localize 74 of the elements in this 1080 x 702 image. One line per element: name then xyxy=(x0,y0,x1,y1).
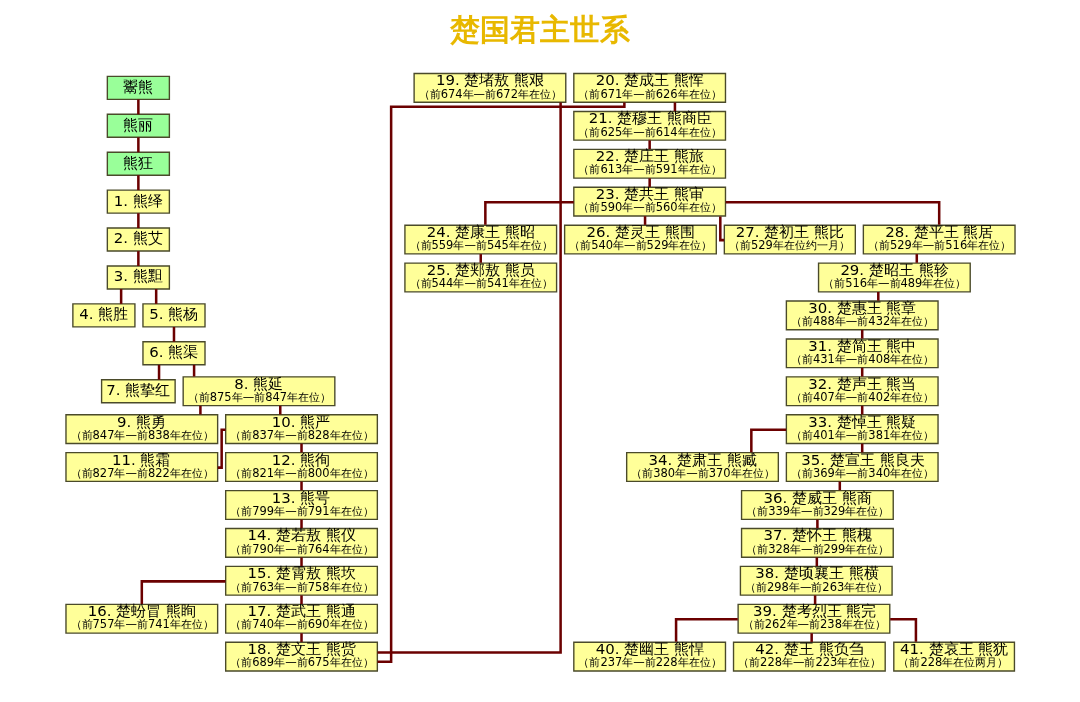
connector xyxy=(749,428,786,453)
connector xyxy=(647,140,651,149)
connector xyxy=(278,405,282,415)
connector xyxy=(299,481,303,491)
connector xyxy=(674,618,738,642)
node-box: 6. 熊渠 xyxy=(141,341,206,366)
diagram-title: 楚国君主世系 xyxy=(449,11,630,47)
node-box: 11. 熊霜 （前827年—前822年在位） xyxy=(64,452,218,483)
connector xyxy=(876,292,880,301)
node-box: 38. 楚顷襄王 熊横 （前298年—前263年在位） xyxy=(739,565,893,596)
node-box: 12. 熊徇 （前821年—前800年在位） xyxy=(224,452,378,483)
node-box: 35. 楚宣王 熊良夫 （前369年—前340年在位） xyxy=(785,452,939,483)
node-box: 19. 楚堵敖 熊艰 （前674年—前672年在位） xyxy=(412,72,566,103)
node-box: 36. 楚威王 熊商 （前339年—前329年在位） xyxy=(740,489,894,520)
node-box: 24. 楚康王 熊昭 （前559年—前545年在位） xyxy=(403,224,557,255)
connector xyxy=(299,519,303,529)
node-box: 37. 楚怀王 熊槐 （前328年—前299年在位） xyxy=(740,527,894,558)
node-box: 14. 楚若敖 熊仪 （前790年—前764年在位） xyxy=(224,527,378,558)
connector xyxy=(483,200,574,225)
connector xyxy=(299,633,303,642)
connector xyxy=(815,519,819,529)
node-box: 7. 熊挚红 xyxy=(100,379,176,404)
node-box: 熊狂 xyxy=(106,151,170,176)
node-box: 42. 楚王 熊负刍 （前228年—前223年在位） xyxy=(732,641,886,672)
connector xyxy=(299,595,303,604)
node-box: 30. 楚惠王 熊章 （前488年—前432年在位） xyxy=(785,300,939,331)
connector xyxy=(299,443,303,453)
node-box: 4. 熊胜 xyxy=(71,303,136,328)
connector xyxy=(377,102,562,654)
connector xyxy=(136,213,140,229)
node-box: 21. 楚穆王 熊商臣 （前625年—前614年在位） xyxy=(572,110,726,141)
node-box: 29. 楚昭王 熊轸 （前516年—前489年在位） xyxy=(817,262,971,293)
node-box: 39. 楚考烈王 熊完 （前262年—前238年在位） xyxy=(736,603,890,634)
node-box: 8. 熊延 （前875年—前847年在位） xyxy=(182,376,336,407)
node-box: 鬻熊 xyxy=(106,75,170,101)
connector xyxy=(479,254,482,263)
node-box: 41. 楚哀王 熊犹 （前228年在位两月） xyxy=(892,641,1015,672)
node-box: 9. 熊勇 （前847年—前838年在位） xyxy=(64,414,218,445)
node-box: 16. 楚蚡冒 熊眴 （前757年—前741年在位） xyxy=(64,603,218,634)
connector xyxy=(718,216,724,242)
node-box: 28. 楚平王 熊居 （前529年—前516年在位） xyxy=(862,224,1016,255)
connector xyxy=(217,428,225,469)
node-box: 23. 楚共王 熊审 （前590年—前560年在位） xyxy=(572,186,726,217)
node-box: 13. 熊咢 （前799年—前791年在位） xyxy=(224,489,378,520)
node-box: 5. 熊杨 xyxy=(141,303,206,328)
connector xyxy=(136,137,140,153)
node-box: 32. 楚声王 熊当 （前407年—前402年在位） xyxy=(785,376,939,407)
node-box: 10. 熊严 （前837年—前828年在位） xyxy=(224,414,378,445)
node-box: 15. 楚霄敖 熊坎 （前763年—前758年在位） xyxy=(224,565,378,596)
node-box: 33. 楚悼王 熊疑 （前401年—前381年在位） xyxy=(785,414,939,445)
node-box: 18. 楚文王 熊赀 （前689年—前675年在位） xyxy=(224,641,378,672)
connector xyxy=(136,175,140,191)
node-box: 17. 楚武王 熊通 （前740年—前690年在位） xyxy=(224,603,378,634)
node-box: 2. 熊艾 xyxy=(106,227,170,252)
connector xyxy=(809,633,813,642)
node-box: 22. 楚庄王 熊旅 （前613年—前591年在位） xyxy=(572,148,726,179)
connector xyxy=(299,557,303,567)
connector xyxy=(140,580,225,604)
node-box: 熊丽 xyxy=(106,113,170,138)
connector xyxy=(136,99,140,115)
connector xyxy=(647,178,651,187)
connector xyxy=(889,618,917,642)
node-box: 27. 楚初王 熊比 （前529年在位约一月） xyxy=(723,224,856,255)
connector xyxy=(198,405,202,415)
node-box: 34. 楚肃王 熊臧 （前380年—前370年在位） xyxy=(625,452,779,483)
node-box: 26. 楚灵王 熊围 （前540年—前529年在位） xyxy=(563,224,717,255)
node-box: 3. 熊䵣 xyxy=(106,265,170,290)
node-box: 31. 楚简王 熊中 （前431年—前408年在位） xyxy=(785,338,939,369)
connector xyxy=(136,251,140,266)
node-box: 40. 楚幽王 熊悍 （前237年—前228年在位） xyxy=(572,641,726,672)
connector xyxy=(725,200,940,225)
node-box: 1. 熊绎 xyxy=(106,189,170,214)
node-box: 20. 楚成王 熊恽 （前671年—前626年在位） xyxy=(572,72,726,103)
node-box: 25. 楚郏敖 熊员 （前544年—前541年在位） xyxy=(403,262,557,293)
